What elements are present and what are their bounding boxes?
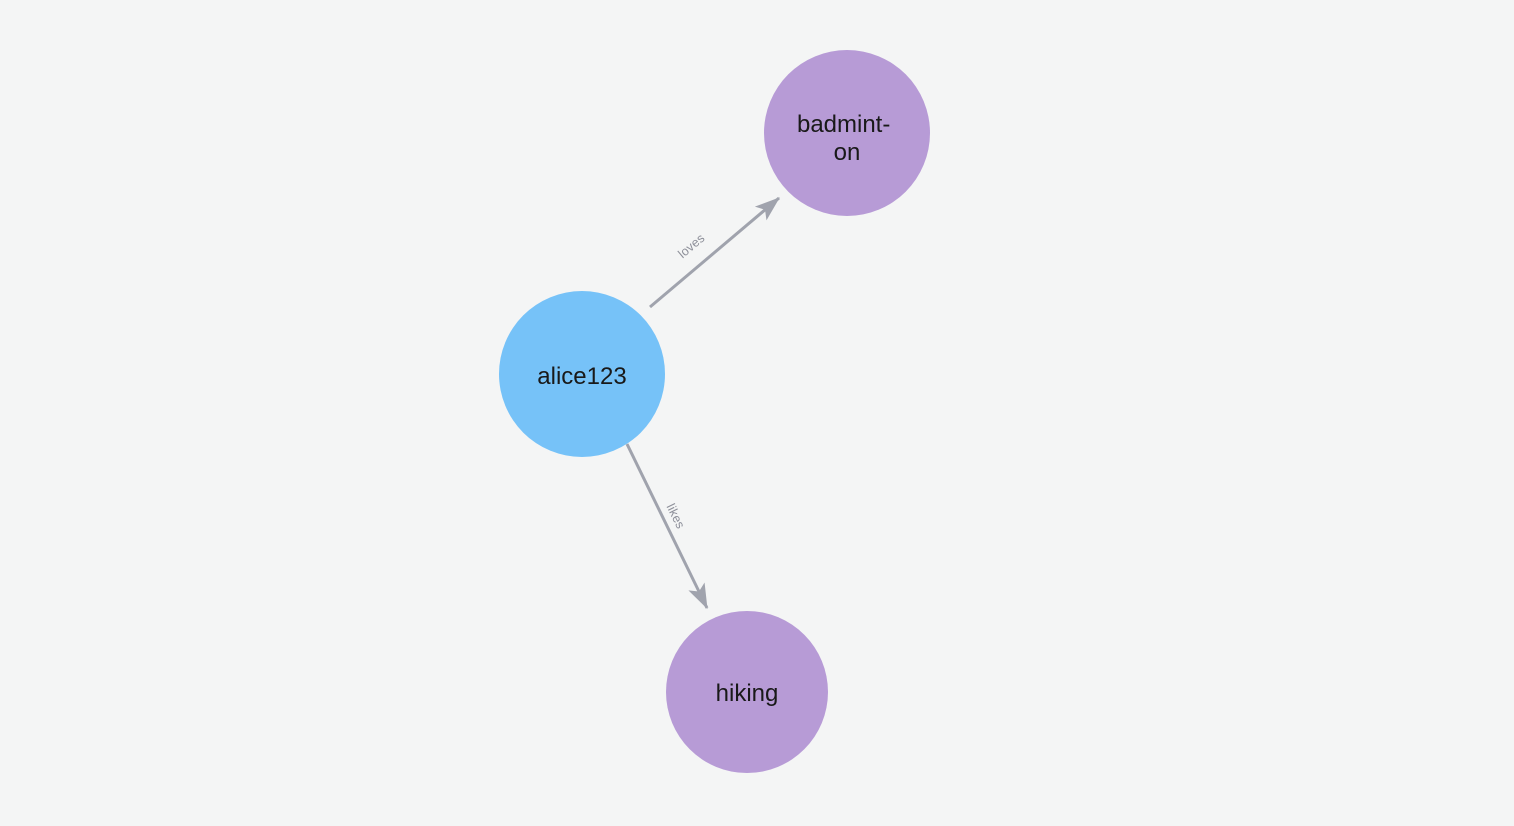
node-circle-badminton[interactable]: [764, 50, 930, 216]
edge-line-loves[interactable]: [649, 196, 780, 309]
nodes-layer: badmint- on alice123 hiking: [499, 50, 930, 773]
edge-label-loves: loves: [675, 231, 707, 261]
node-label-badminton: badmint- on: [797, 111, 897, 166]
node-label-hiking-line-1: hiking: [716, 680, 779, 707]
edge-line-likes[interactable]: [625, 443, 709, 610]
node-label-badminton-line-1: badmint-: [797, 111, 890, 138]
node-label-hiking: hiking: [716, 680, 779, 707]
node-circle-alice123[interactable]: [499, 291, 665, 457]
node-alice123[interactable]: alice123: [499, 291, 665, 457]
node-circle-hiking[interactable]: [666, 611, 828, 773]
node-label-alice123: alice123: [537, 363, 626, 390]
node-label-badminton-line-2: on: [834, 139, 861, 166]
node-label-alice123-line-1: alice123: [537, 363, 626, 390]
node-badminton[interactable]: badmint- on: [764, 50, 930, 216]
edge-alice123-likes-hiking[interactable]: likes: [625, 443, 709, 610]
node-hiking[interactable]: hiking: [666, 611, 828, 773]
edge-alice123-loves-badminton[interactable]: loves: [649, 196, 780, 309]
